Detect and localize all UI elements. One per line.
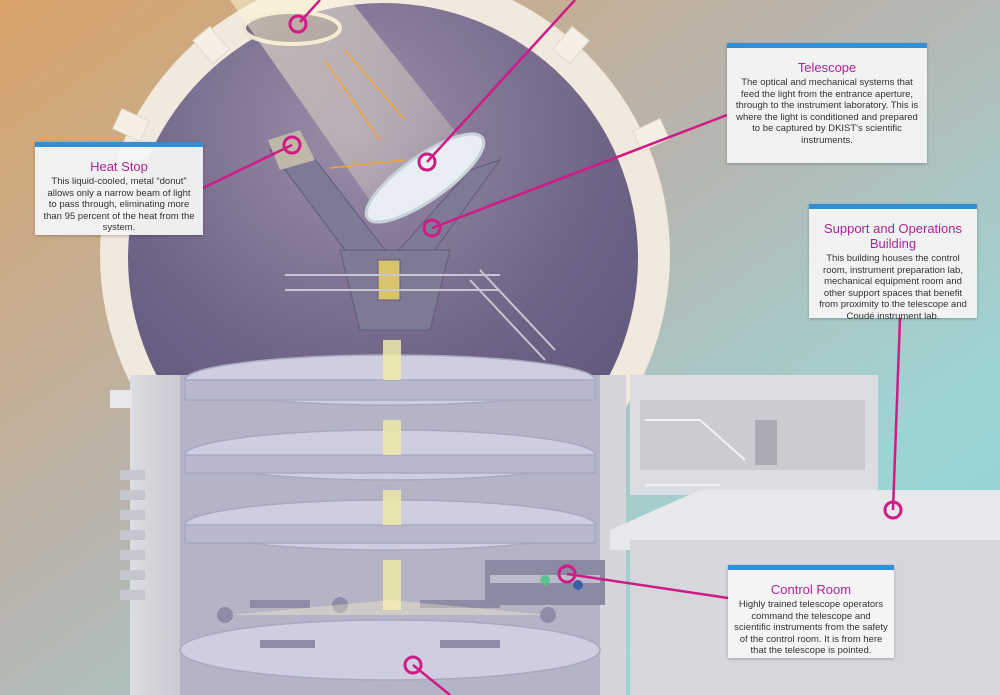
- control-room-callout-body: Highly trained telescope operators comma…: [734, 599, 888, 657]
- telescope-callout-body: The optical and mechanical systems that …: [735, 77, 919, 146]
- heat-stop-callout: Heat Stop This liquid-cooled, metal “don…: [35, 142, 203, 235]
- support-building-callout-title: Support and Operations Building: [823, 221, 963, 251]
- control-room-marker: [557, 564, 577, 584]
- heat-stop-marker: [282, 135, 302, 155]
- telescope-callout-title: Telescope: [797, 60, 857, 75]
- primary-mirror: [364, 132, 486, 224]
- support-building-marker: [883, 500, 903, 520]
- aperture-marker: [288, 14, 308, 34]
- callout-markers: [282, 14, 903, 675]
- heat-stop-callout-body: This liquid-cooled, metal “donut” allows…: [43, 176, 195, 234]
- mirror-marker: [417, 152, 437, 172]
- telescope-marker: [422, 218, 442, 238]
- light-shaft: [383, 340, 401, 610]
- support-building-callout: Support and Operations Building This bui…: [809, 204, 977, 322]
- lab-marker: [403, 655, 423, 675]
- heat-stop-callout-title: Heat Stop: [90, 159, 148, 174]
- control-room-callout-title: Control Room: [770, 582, 852, 597]
- support-building-callout-body: This building houses the control room, i…: [819, 253, 967, 322]
- control-room-callout: Control Room Highly trained telescope op…: [728, 565, 894, 658]
- instrument-lab: [217, 597, 556, 648]
- telescope-callout: Telescope The optical and mechanical sys…: [727, 43, 927, 163]
